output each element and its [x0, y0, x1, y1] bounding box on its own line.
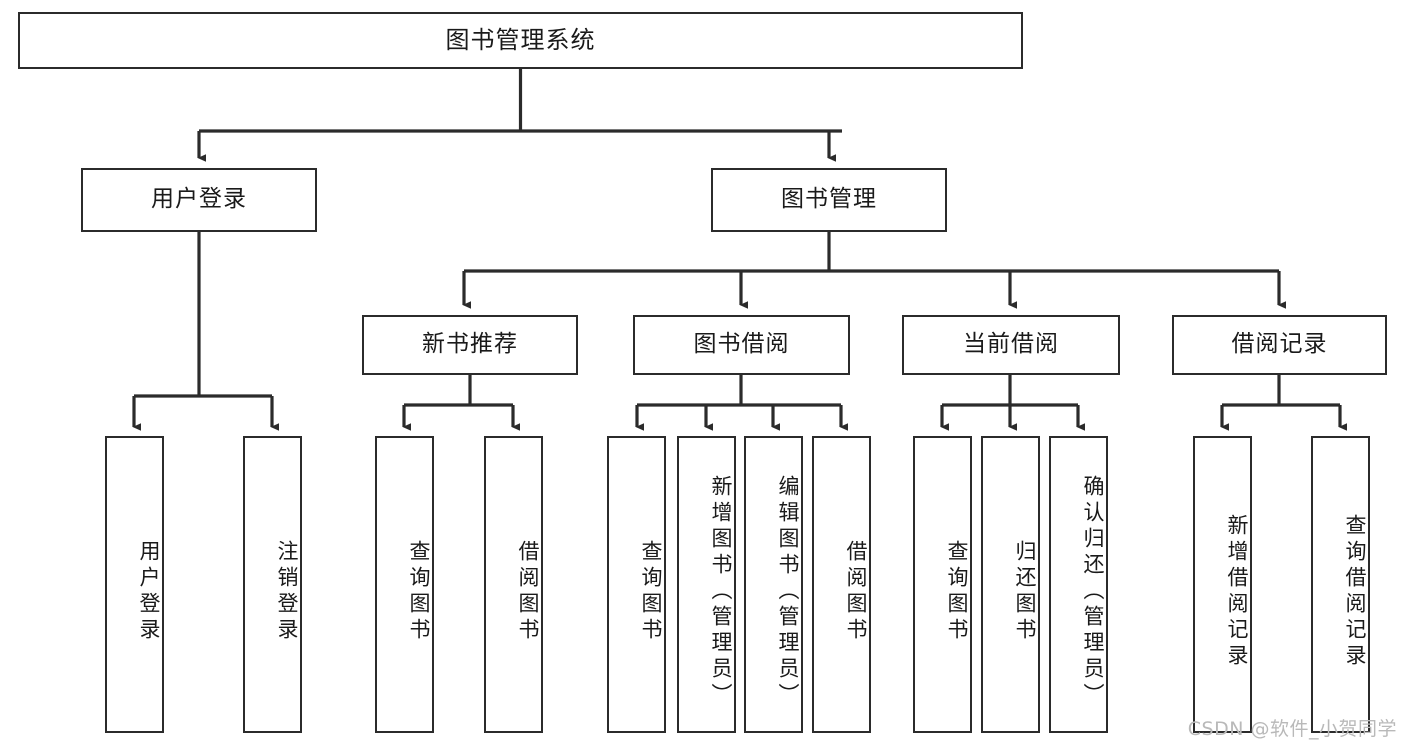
node-br-query-record[interactable]: 查询借阅记录 — [1311, 436, 1370, 733]
node-user-login-action[interactable]: 用户登录 — [105, 436, 164, 733]
node-label: 新书推荐 — [422, 331, 518, 358]
node-label: 图书管理 — [781, 186, 877, 213]
node-label: 图书管理系统 — [445, 26, 596, 55]
node-cb-confirm-return[interactable]: 确认归还（管理员） — [1049, 436, 1108, 733]
node-label: 查询借阅记录 — [1343, 513, 1367, 670]
node-label: 注销登录 — [275, 539, 299, 644]
node-nbr-query-book[interactable]: 查询图书 — [375, 436, 434, 733]
node-user-logout-action[interactable]: 注销登录 — [243, 436, 302, 733]
node-label: 查询图书 — [639, 539, 663, 644]
node-label: 图书借阅 — [693, 331, 790, 358]
node-label: 当前借阅 — [963, 331, 1059, 358]
node-label: 借阅图书 — [516, 539, 540, 644]
node-bb-borrow-book[interactable]: 借阅图书 — [812, 436, 871, 733]
node-bb-query-book[interactable]: 查询图书 — [607, 436, 666, 733]
node-br-add-record[interactable]: 新增借阅记录 — [1193, 436, 1252, 733]
node-label: 新增借阅记录 — [1225, 513, 1249, 670]
watermark-text: CSDN @软件_小贺同学 — [1187, 718, 1397, 740]
node-cb-query-book[interactable]: 查询图书 — [913, 436, 972, 733]
node-book-borrow[interactable]: 图书借阅 — [633, 315, 850, 375]
node-bb-edit-book[interactable]: 编辑图书（管理员） — [744, 436, 803, 733]
node-label: 确认归还（管理员） — [1081, 474, 1105, 709]
node-root-book-management-system[interactable]: 图书管理系统 — [18, 12, 1023, 69]
node-label: 新增图书（管理员） — [709, 474, 733, 709]
node-cb-return-book[interactable]: 归还图书 — [981, 436, 1040, 733]
node-new-book-recommend[interactable]: 新书推荐 — [362, 315, 578, 375]
node-label: 归还图书 — [1013, 539, 1037, 644]
node-label: 查询图书 — [945, 539, 969, 644]
node-borrow-record[interactable]: 借阅记录 — [1172, 315, 1387, 375]
node-bb-add-book[interactable]: 新增图书（管理员） — [677, 436, 736, 733]
node-current-borrow[interactable]: 当前借阅 — [902, 315, 1120, 375]
node-user-login[interactable]: 用户登录 — [81, 168, 317, 232]
node-label: 用户登录 — [151, 186, 247, 213]
node-label: 借阅图书 — [844, 539, 868, 644]
node-label: 查询图书 — [407, 539, 431, 644]
node-label: 编辑图书（管理员） — [776, 474, 800, 709]
node-nbr-borrow-book[interactable]: 借阅图书 — [484, 436, 543, 733]
node-label: 用户登录 — [137, 539, 161, 644]
node-label: 借阅记录 — [1231, 331, 1328, 358]
node-book-management[interactable]: 图书管理 — [711, 168, 947, 232]
